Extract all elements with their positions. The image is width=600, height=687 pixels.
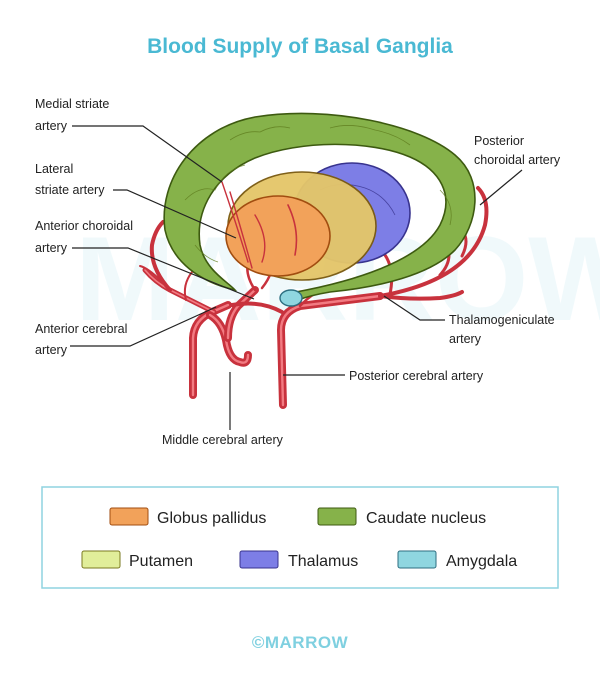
label-posterior-choroidal-2: choroidal artery	[474, 153, 561, 167]
diagram-title: Blood Supply of Basal Ganglia	[147, 35, 453, 58]
legend: Globus pallidus Caudate nucleus Putamen …	[41, 486, 559, 589]
label-anterior-choroidal-1: Anterior choroidal	[35, 219, 133, 233]
label-anterior-cerebral-2: artery	[35, 343, 68, 357]
legend-label-globus-pallidus: Globus pallidus	[157, 510, 266, 527]
legend-border	[41, 486, 559, 589]
label-anterior-choroidal-2: artery	[35, 241, 68, 255]
label-posterior-cerebral: Posterior cerebral artery	[349, 369, 484, 383]
legend-swatch-putamen	[81, 550, 121, 569]
label-thalamogeniculate-1: Thalamogeniculate	[449, 313, 555, 327]
legend-label-putamen: Putamen	[129, 553, 193, 570]
legend-swatch-amygdala	[397, 550, 437, 569]
artery-labels: Medial striate artery Lateral striate ar…	[35, 97, 561, 447]
label-lateral-striate-2: striate artery	[35, 183, 105, 197]
legend-swatch-globus-pallidus	[109, 507, 149, 526]
globus-pallidus	[225, 195, 331, 277]
label-anterior-cerebral-1: Anterior cerebral	[35, 322, 127, 336]
label-medial-striate-1: Medial striate	[35, 97, 109, 111]
legend-label-amygdala: Amygdala	[446, 553, 517, 570]
caudate-texture	[184, 125, 452, 263]
legend-label-caudate-nucleus: Caudate nucleus	[366, 510, 486, 527]
label-posterior-choroidal-1: Posterior	[474, 134, 524, 148]
label-medial-striate-2: artery	[35, 119, 68, 133]
label-lateral-striate-1: Lateral	[35, 162, 73, 176]
brand-logo: ©MARROW	[252, 633, 349, 652]
legend-swatch-thalamus	[239, 550, 279, 569]
legend-label-thalamus: Thalamus	[288, 553, 358, 570]
leader-lines	[70, 125, 523, 430]
label-thalamogeniculate-2: artery	[449, 332, 482, 346]
label-middle-cerebral: Middle cerebral artery	[162, 433, 284, 447]
striate-arteries	[221, 181, 253, 269]
legend-swatch-caudate-nucleus	[317, 507, 357, 526]
amygdala	[279, 289, 303, 307]
